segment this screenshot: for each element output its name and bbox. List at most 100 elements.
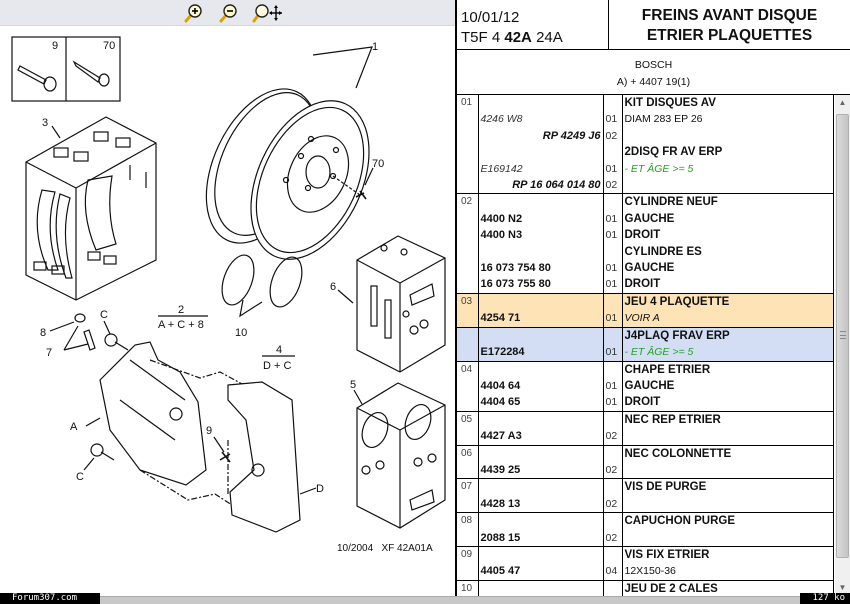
part-reference — [478, 580, 604, 596]
quantity — [603, 144, 623, 161]
title-line-1: FREINS AVANT DISQUE — [641, 7, 818, 24]
part-description: NEC COLONNETTE — [624, 447, 732, 460]
item-number — [457, 276, 479, 294]
site-watermark: Forum307.com — [0, 593, 100, 604]
callout-8: 8 — [40, 327, 46, 339]
caliper-carrier-illustration: D 9 — [206, 381, 324, 533]
part-reference: 16 073 755 80 — [478, 276, 604, 294]
part-reference — [478, 546, 604, 564]
part-reference: 4439 25 — [478, 461, 604, 479]
item-number: 05 — [457, 411, 479, 429]
item-number — [457, 111, 479, 128]
brand-label: BOSCH — [634, 59, 673, 71]
callout-70: 70 — [372, 158, 384, 170]
zoom-out-button[interactable] — [218, 3, 240, 23]
quantity: 01 — [603, 344, 623, 361]
zoom-in-button[interactable] — [183, 3, 205, 23]
kit-4-number: 4 — [276, 344, 282, 356]
code-bold: 42A — [504, 29, 532, 46]
part-reference — [478, 361, 604, 378]
part-description: DROIT — [624, 396, 661, 409]
table-row[interactable]: 2DISQ FR AV ERP — [457, 144, 833, 161]
diagram-reference: 10/2004 XF 42A01A — [337, 543, 433, 554]
table-row[interactable]: CYLINDRE ES — [457, 243, 833, 261]
part-description: VOIR A — [622, 310, 833, 328]
kit-2-annotation: 2 A + C + 8 — [158, 304, 208, 331]
exploded-parts-diagram: 9 70 3 — [11, 36, 446, 554]
part-reference — [478, 445, 604, 462]
part-reference: 4427 A3 — [478, 428, 604, 446]
scroll-up-arrow-icon[interactable]: ▲ — [838, 98, 847, 107]
box-label-9: 9 — [52, 40, 58, 52]
table-row[interactable]: 05 NEC REP ETRIER — [457, 411, 833, 429]
item-number: 02 — [457, 193, 479, 211]
part-description: JEU 4 PLAQUETTE — [622, 293, 833, 311]
scroll-down-arrow-icon[interactable]: ▼ — [838, 583, 847, 592]
kit-2-number: 2 — [178, 304, 184, 316]
kit-2-formula: A + C + 8 — [158, 319, 204, 331]
item-number — [457, 377, 479, 395]
scroll-thumb[interactable] — [836, 114, 849, 558]
diagram-pane[interactable]: 9 70 3 — [0, 0, 455, 596]
quantity: 02 — [603, 428, 623, 446]
part-description: CAPUCHON PURGE — [624, 515, 736, 528]
part-reference: 4246 W8 — [478, 111, 604, 128]
item-number: 08 — [457, 512, 479, 530]
part-description: VIS DE PURGE — [624, 481, 707, 494]
vertical-scrollbar[interactable]: ▲ ▼ — [835, 95, 850, 596]
item-number — [457, 344, 479, 361]
table-row[interactable]: J4PLAQ FRAV ERP — [457, 327, 833, 345]
quantity — [603, 546, 623, 564]
part-reference — [478, 144, 604, 161]
parts-panel: 10/01/12 T5F 4 42A 24A FREINS AVANT DISQ… — [455, 0, 850, 596]
kit-4-annotation: 4 D + C — [262, 344, 295, 372]
zoom-in-icon — [184, 4, 202, 23]
anti-rattle-springs-illustration: 10 — [221, 254, 303, 339]
callout-c-top: C — [100, 309, 108, 321]
quantity: 01 — [603, 227, 623, 244]
part-description: GAUCHE — [624, 379, 675, 392]
item-number — [457, 529, 479, 547]
part-reference: RP 4249 J6 — [478, 127, 604, 145]
guide-pin-kit-illustration: 6 — [330, 235, 446, 373]
item-number — [457, 260, 479, 277]
part-description: NEC REP ETRIER — [624, 413, 721, 426]
callout-10: 10 — [235, 327, 247, 339]
code-suffix: 24A — [536, 29, 563, 46]
part-description: KIT DISQUES AV — [624, 97, 716, 109]
table-row[interactable]: 08 CAPUCHON PURGE — [457, 512, 833, 530]
zoom-pan-button[interactable] — [252, 3, 282, 23]
quantity: 01 — [603, 394, 623, 412]
quantity: 01 — [603, 160, 623, 178]
